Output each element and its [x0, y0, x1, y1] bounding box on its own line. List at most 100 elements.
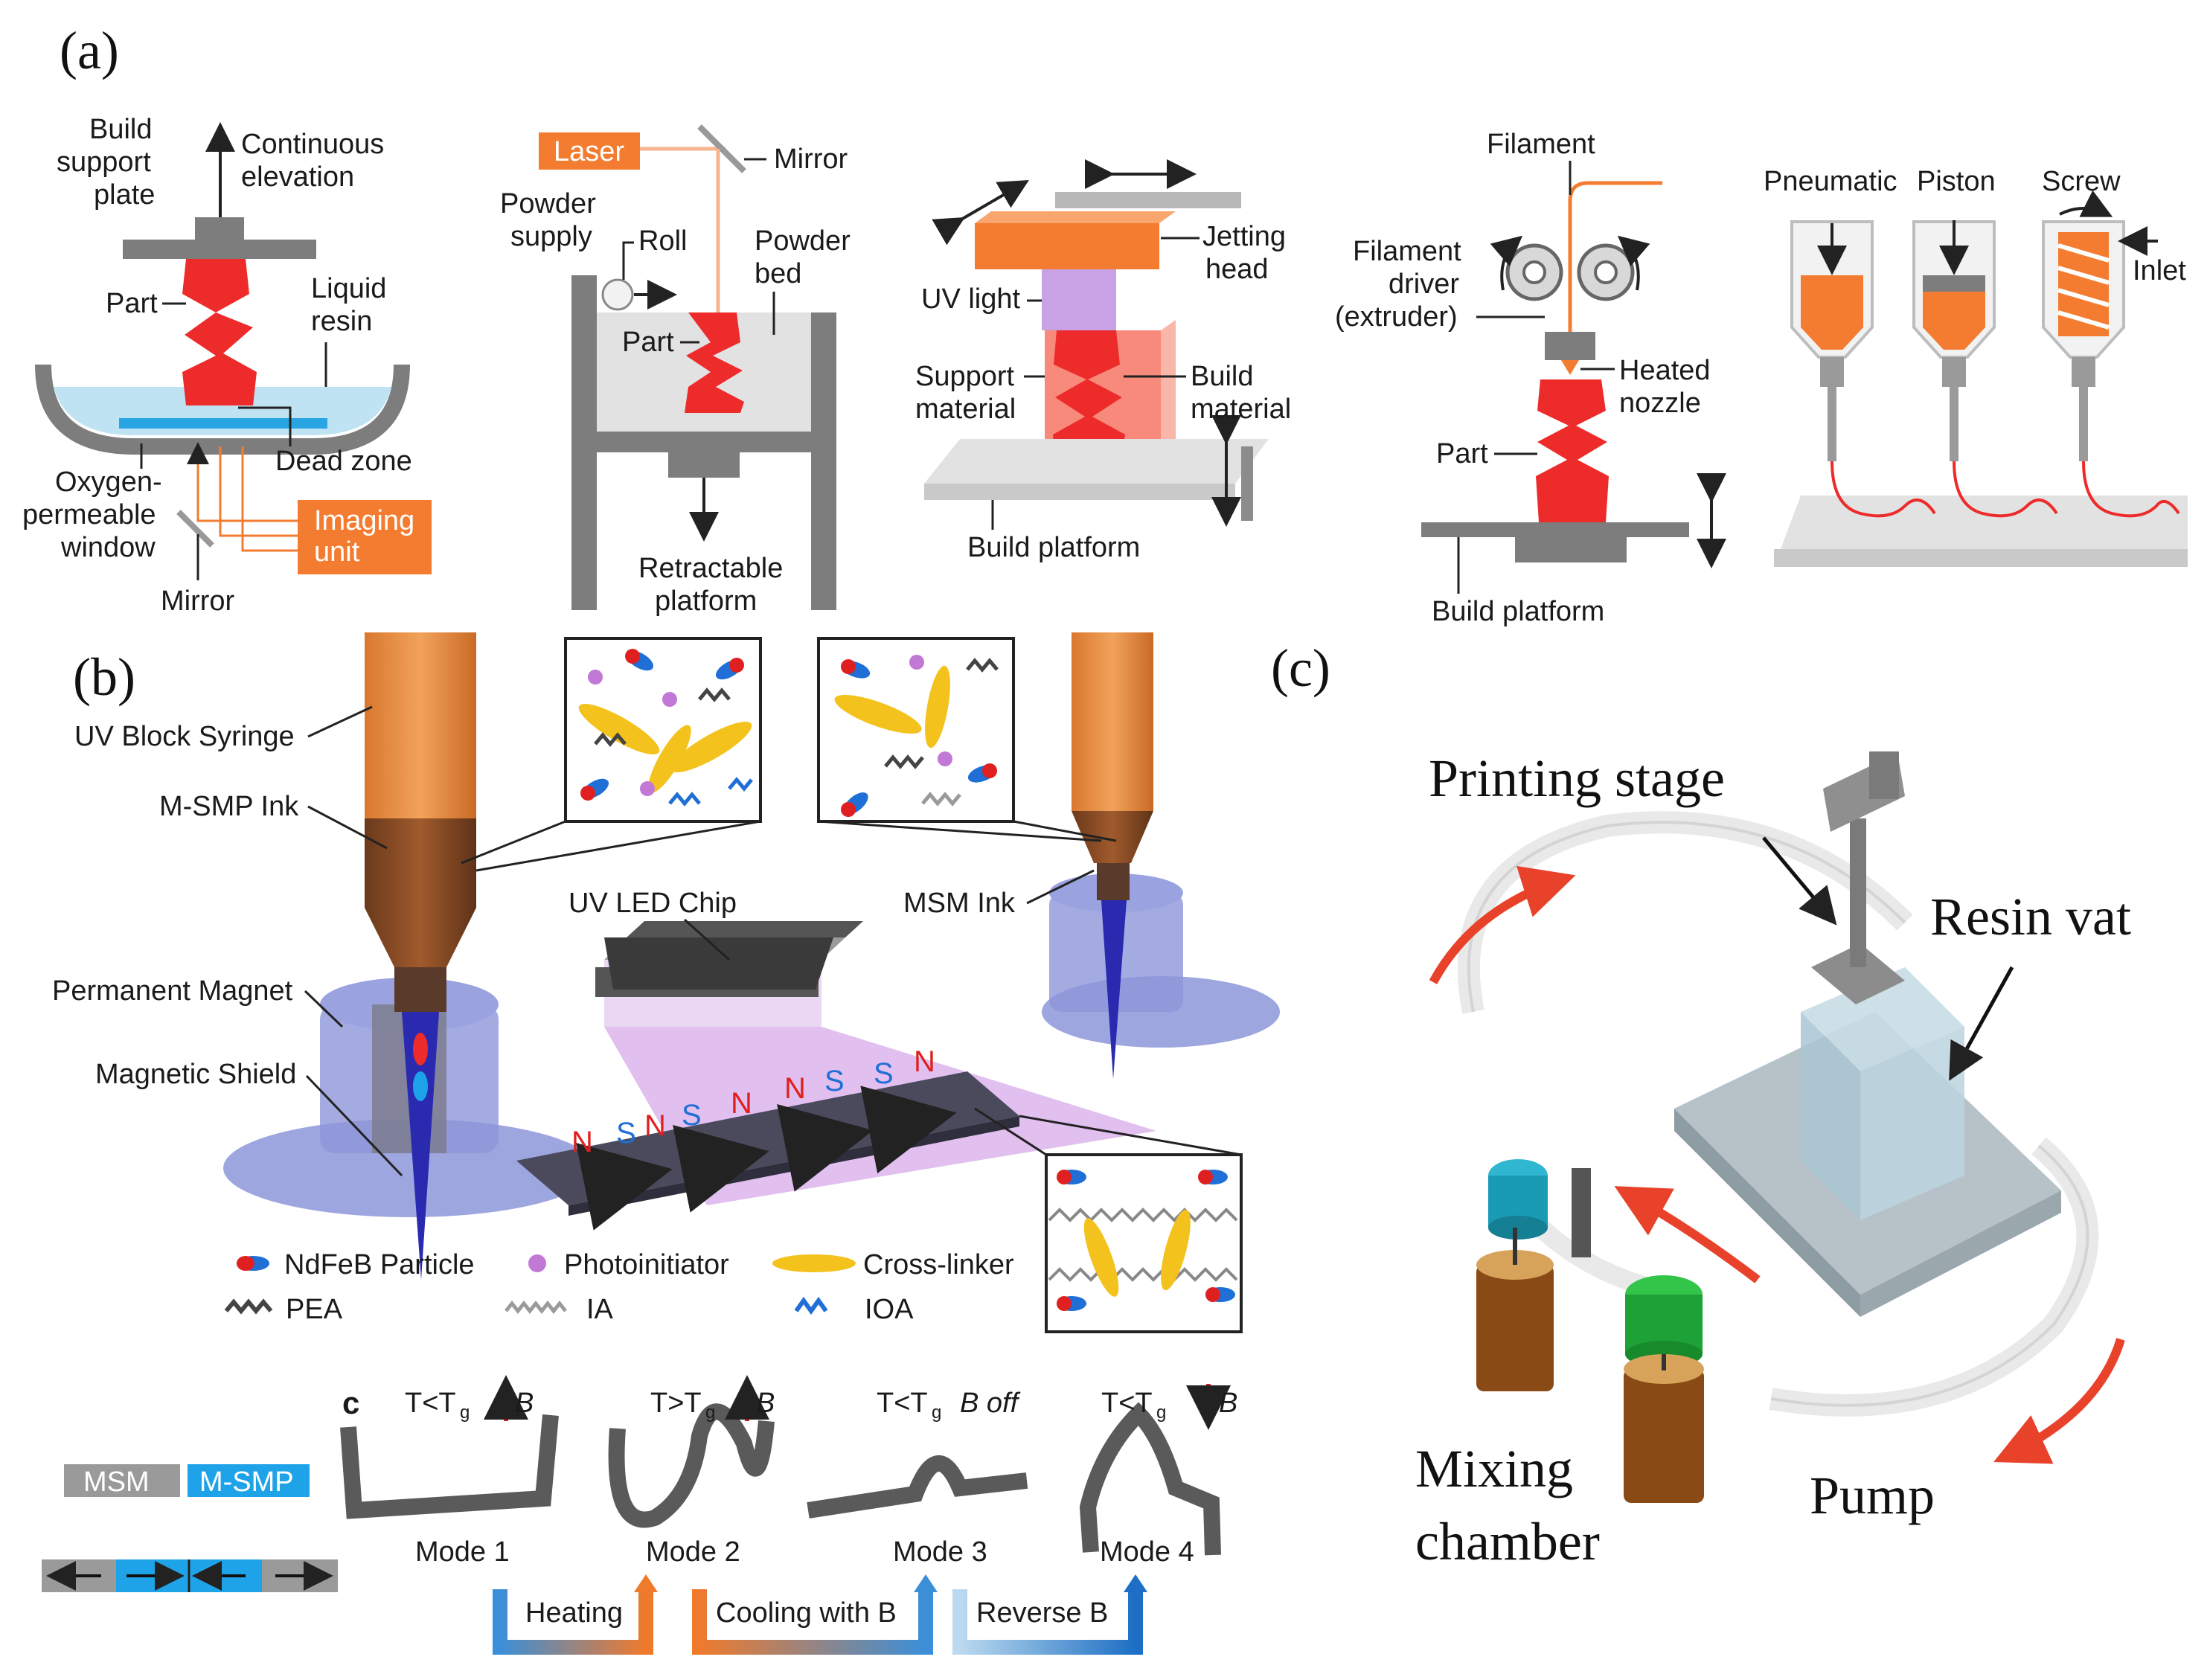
panel-a: (a) Imaging unit Build support plate Con… — [22, 21, 2188, 627]
head-arrow-diag — [932, 179, 1029, 246]
uv-led-chip-label: UV LED Chip — [568, 888, 737, 919]
svg-text:bed: bed — [755, 258, 801, 289]
mode-3-label: Mode 3 — [893, 1536, 987, 1568]
mode-1-shape — [340, 1414, 559, 1519]
svg-text:plate: plate — [94, 179, 155, 211]
resin-vat-pointer — [1949, 966, 2014, 1081]
heating-label: Heating — [525, 1597, 623, 1629]
panel-c-label: (c) — [1271, 638, 1330, 698]
fdm-part — [1536, 379, 1609, 522]
particle-legend: NdFeB Particle Photoinitiator Cross-link… — [224, 1249, 1014, 1325]
mode-2-shape — [608, 1403, 775, 1528]
mode-2-label: Mode 2 — [646, 1536, 740, 1568]
liquid-resin-label: Liquid — [311, 273, 386, 304]
legend-ioa: IOA — [865, 1294, 914, 1325]
panel-b: (b) — [42, 632, 1280, 1655]
pole-4: S — [824, 1065, 845, 1097]
filament — [1568, 181, 1662, 365]
legend-pea: PEA — [286, 1294, 343, 1325]
build-material-label: Build — [1191, 361, 1254, 392]
svg-text:MSM: MSM — [83, 1466, 150, 1498]
svg-text:g: g — [932, 1402, 941, 1423]
msmp-ink-label: M-SMP Ink — [159, 791, 299, 822]
pump-label: Pump — [1810, 1466, 1935, 1525]
pole-3: N — [784, 1072, 806, 1105]
reverse-label: Reverse B — [976, 1597, 1108, 1629]
svg-text:g: g — [705, 1402, 715, 1423]
filament-driver-label: Filament — [1353, 236, 1461, 267]
flow-arrow-right — [1993, 1338, 2125, 1464]
ink-inset-left — [461, 637, 762, 872]
sls-mirror-label: Mirror — [774, 144, 848, 175]
light-path-2 — [219, 446, 298, 537]
panel-c: (c) — [1271, 638, 2131, 1571]
fdm-platform — [1421, 522, 1689, 537]
build-block-side — [1161, 320, 1176, 470]
printed-strip: N S N N S S N S N — [516, 1045, 1019, 1231]
light-path-3 — [241, 446, 298, 552]
gear-rotate-left — [1490, 235, 1523, 291]
clip-printer: Imaging unit Build support plate Continu… — [22, 114, 432, 617]
mode-4-shape — [1079, 1402, 1221, 1556]
jetting-head-front — [975, 223, 1159, 269]
strip-inset — [974, 1107, 1243, 1333]
pole-0: N — [571, 1126, 593, 1158]
heated-nozzle — [1545, 332, 1595, 360]
cooling-arrow — [692, 1589, 933, 1655]
pole-6: N — [914, 1045, 935, 1078]
clip-mirror-label: Mirror — [161, 586, 235, 617]
dead-zone-label: Dead zone — [275, 446, 412, 477]
sls-piston — [668, 452, 740, 478]
svg-text:T<T: T<T — [1101, 1388, 1153, 1419]
light-path-1 — [187, 442, 298, 522]
powder-supply-label: Powder — [500, 188, 596, 219]
sls-printer: Laser Mirror Powder supply Roll Powder b… — [500, 124, 851, 617]
msm-swatch — [64, 1464, 180, 1497]
resin-bath — [35, 364, 410, 455]
uv-light — [1042, 269, 1116, 330]
heating-arrow — [493, 1589, 653, 1655]
svg-text:T<T: T<T — [877, 1388, 928, 1419]
svg-text:support: support — [57, 147, 151, 178]
diw-substrate-front — [1774, 549, 2188, 567]
svg-text:Imaging: Imaging — [314, 505, 414, 536]
svg-text:permeable: permeable — [22, 499, 156, 530]
svg-text:T>T: T>T — [650, 1388, 702, 1419]
left-base-disc — [223, 1119, 595, 1217]
svg-text:chamber: chamber — [1415, 1512, 1600, 1571]
polyjet-printer: Jetting head UV light Support material B… — [915, 159, 1291, 563]
pole-7: S — [616, 1117, 636, 1150]
legend-ndfeb: NdFeB Particle — [284, 1249, 475, 1280]
clip-mirror — [176, 510, 214, 548]
polyjet-platform — [924, 439, 1269, 484]
mode-4-label: Mode 4 — [1100, 1536, 1194, 1568]
panel-a-label: (a) — [60, 21, 119, 80]
msmp-swatch — [188, 1464, 310, 1497]
right-print-head — [1042, 632, 1280, 1079]
ink-inset-right — [817, 637, 1117, 842]
mixing-chamber — [1476, 1159, 1591, 1391]
svg-text:unit: unit — [314, 536, 360, 568]
svg-text:material: material — [915, 394, 1016, 425]
jetting-head-label: Jetting — [1202, 221, 1286, 252]
sls-mirror — [697, 124, 746, 173]
diw-printers: Pneumatic Piston Screw Inlet — [1764, 166, 2188, 567]
pole-5: S — [874, 1057, 894, 1090]
polyjet-post — [1241, 446, 1253, 521]
sls-frame-right — [811, 312, 836, 610]
left-syringe-body — [365, 632, 476, 841]
mode-3-shape — [807, 1455, 1028, 1519]
plate-stem — [195, 217, 244, 241]
gear-rotate-right — [1617, 235, 1650, 291]
sls-frame-left — [571, 312, 597, 610]
flow-arrow-top — [1429, 865, 1576, 984]
reverse-arrow — [952, 1589, 1143, 1655]
powder-bed-label: Powder — [755, 225, 851, 257]
left-needle — [402, 1012, 439, 1280]
pole-2: N — [731, 1087, 752, 1120]
printing-stage-label: Printing stage — [1429, 748, 1725, 808]
oxygen-window-label: Oxygen- — [55, 467, 162, 498]
svg-text:g: g — [1156, 1402, 1166, 1423]
uv-led-chip — [595, 921, 863, 997]
